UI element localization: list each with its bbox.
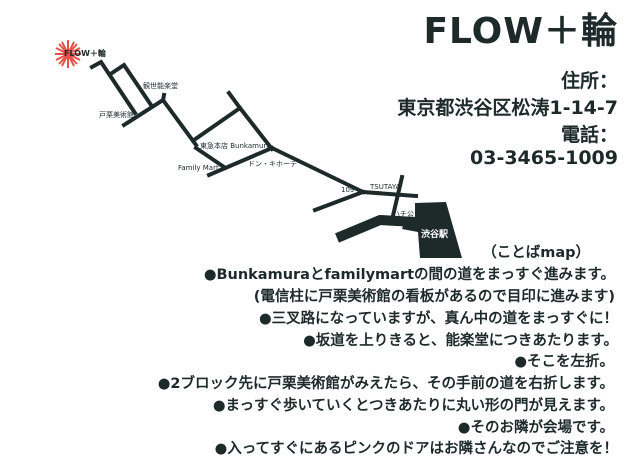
direction-step: ●まっすぐ歩いていくとつきあたりに丸い形の門が見えます。 [212,398,614,414]
venue-marker-icon [55,40,81,68]
address-label: 住所： [560,70,618,92]
road-main [335,214,416,243]
map-label-tsutaya: TSUTAYA [370,183,401,191]
roads [89,59,419,243]
road [269,145,366,195]
direction-step: ●坂道を上りきると、能楽堂につきあたります。 [303,333,618,349]
direction-step: ●2ブロック先に戸栗美術館がみえたら、その手前の道を右折します。 [157,376,614,392]
road [206,145,275,178]
direction-note: (電信柱に戸栗美術館の看板があるので目印に進みます) [253,289,615,305]
road [89,59,138,116]
map-label-tokyu: 東急本店 Bunkamura [200,142,271,150]
map-label-venue: FLOW＋輪 [64,49,106,58]
station-building [402,202,462,258]
direction-step: ●そこを左折。 [514,354,614,370]
direction-step: ●Bunkamuraとfamilymartの間の道をまっすぐ進みます。 [203,267,615,283]
road [193,145,227,170]
venue-title: FLOW＋輪 [423,11,618,52]
map-label-donki: ドン・キホーテ [248,160,297,168]
map-label-familymart: Family Mart [178,164,219,172]
phone: 03-3465-1009 [470,147,618,169]
map-label-hachiko: ハチ公 [393,210,414,218]
road [109,62,154,108]
direction-step: ●そのお隣が会場です。 [457,420,614,436]
map-label-noh-theater: 観世能楽堂 [143,82,178,90]
map-label-station: 渋谷駅 [421,230,449,240]
direction-step: ●三叉路になっていますが、真ん中の道をまっすぐに！ [258,311,618,327]
road [312,189,366,213]
address: 東京都渋谷区松涛1-14-7 [397,97,618,119]
road [389,174,405,223]
road [160,92,199,148]
road [121,97,166,128]
direction-warning: ●入ってすぐにあるピンクのドアはお隣さんなのでご注意を！ [214,441,618,456]
phone-label: 電話： [560,124,618,146]
directions-heading: （ことばmap） [482,245,590,261]
map-label-109: 109 [341,186,355,194]
road [191,105,243,143]
map-label-museum: 戸栗美術館 [99,111,134,119]
road [360,189,419,199]
